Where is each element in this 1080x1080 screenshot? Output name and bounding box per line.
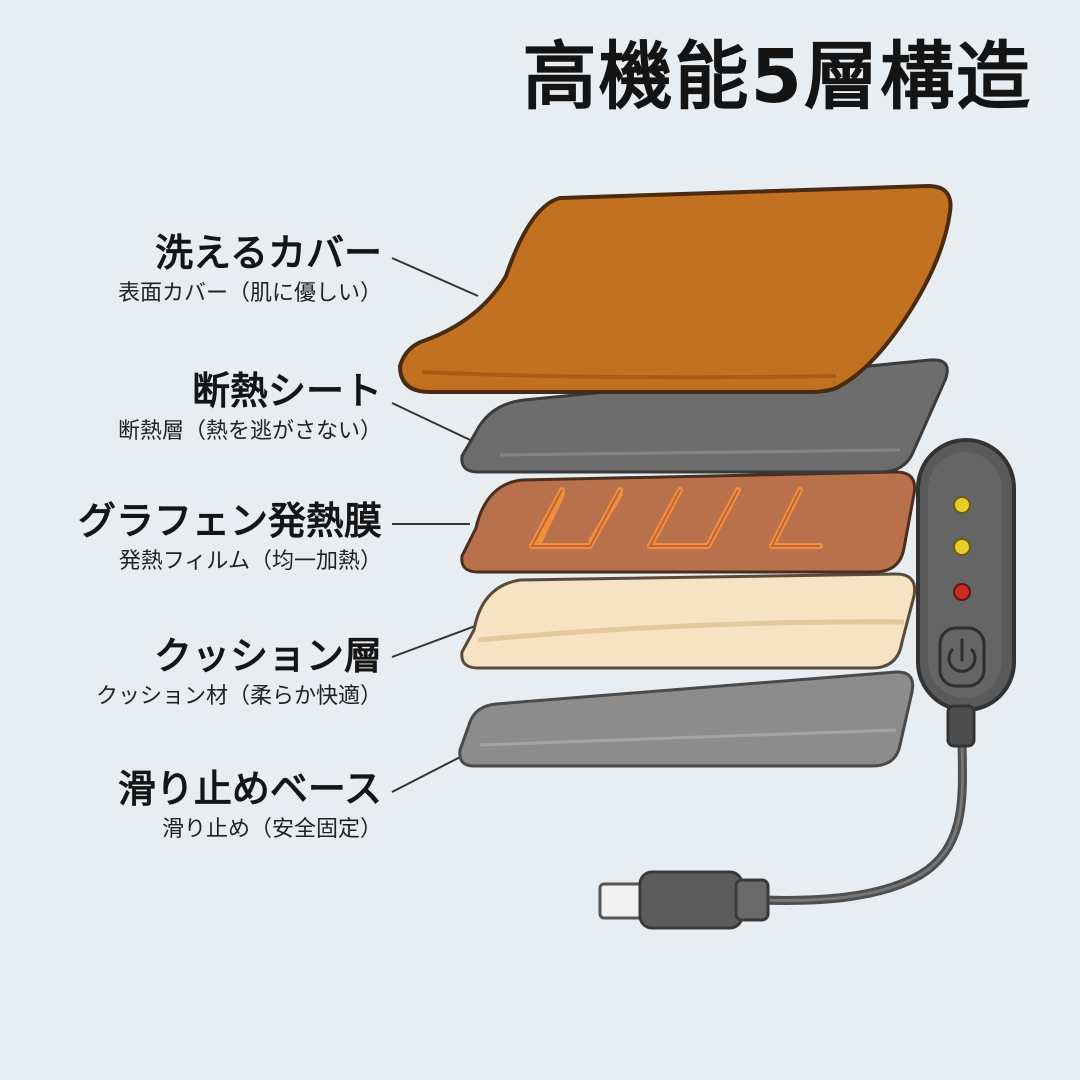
usb-plug-icon	[598, 870, 770, 930]
yellow-led-icon	[953, 496, 971, 514]
layer-description: 滑り止め（安全固定）	[161, 816, 382, 842]
leader-line-insulation	[391, 402, 486, 448]
layer-cushion	[460, 572, 917, 670]
layer-graphene	[460, 470, 917, 574]
cushion-shading	[477, 619, 905, 643]
layer-name: 洗えるカバー	[155, 231, 382, 275]
layer-cover	[397, 183, 953, 394]
layer-description: 表面カバー（肌に優しい）	[117, 280, 382, 306]
base-bevel	[479, 728, 897, 747]
cable-highlight	[759, 734, 964, 902]
layer-name: グラフェン発熱膜	[77, 499, 382, 543]
layer-description: クッション材（柔らか快適）	[95, 683, 382, 709]
yellow-led-icon	[953, 538, 971, 556]
insulation-bevel	[499, 448, 901, 457]
layer-name: クッション層	[153, 634, 382, 678]
layer-name: 滑り止めベース	[117, 767, 382, 811]
layer-description: 発熱フィルム（均一加熱）	[118, 548, 382, 574]
layer-base	[458, 670, 915, 768]
leader-line-base	[391, 751, 471, 793]
layer-label-base: 滑り止めベース 滑り止め（安全固定）	[117, 767, 382, 844]
power-icon[interactable]	[938, 626, 986, 688]
layer-label-graphene: グラフェン発熱膜 発熱フィルム（均一加熱）	[77, 499, 382, 576]
layer-description: 断熱層（熱を逃がさない）	[117, 418, 382, 444]
layer-label-cushion: クッション層 クッション材（柔らか快適）	[95, 634, 382, 711]
heating-element-inner	[530, 489, 820, 547]
layer-label-insulation: 断熱シート 断熱層（熱を逃がさない）	[117, 369, 382, 446]
layer-label-cover: 洗えるカバー 表面カバー（肌に優しい）	[117, 231, 382, 308]
leader-line-cover	[391, 257, 479, 297]
page-title: 高機能5層構造	[522, 34, 1032, 120]
controller[interactable]	[916, 438, 1016, 748]
leader-line-cushion	[391, 624, 479, 658]
layer-name: 断熱シート	[191, 369, 382, 413]
red-led-icon	[953, 583, 971, 601]
cover-shading	[421, 370, 837, 380]
